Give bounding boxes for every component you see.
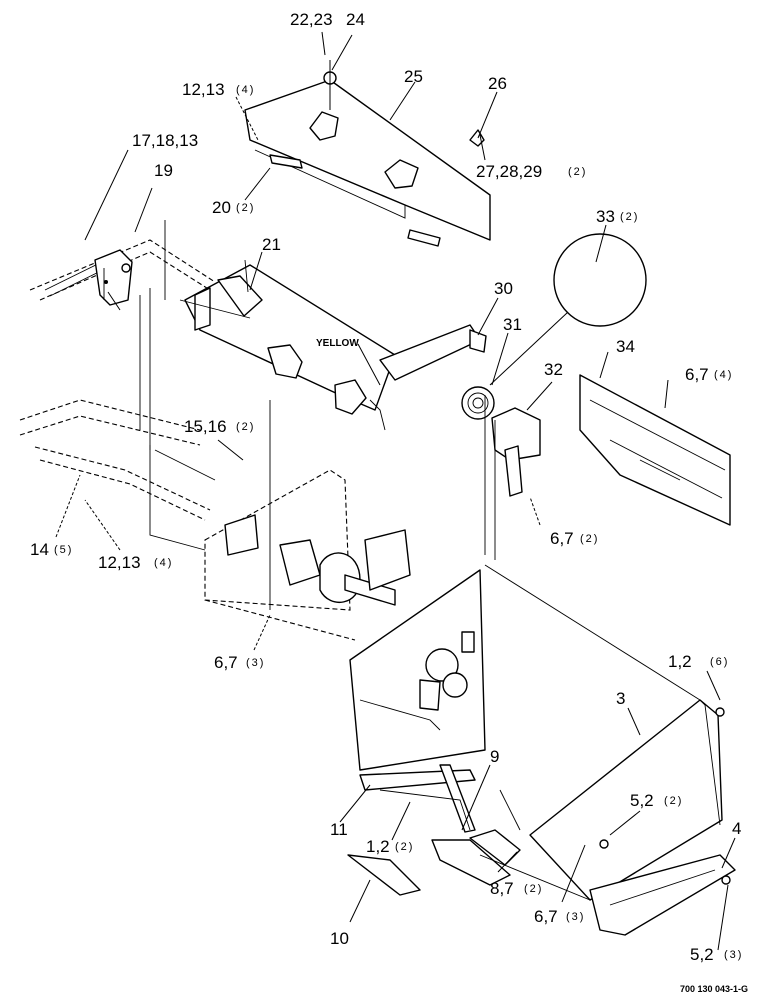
callout-label: 9: [490, 747, 499, 766]
callout-label: 5,2: [690, 945, 714, 964]
callout-label: 6,7: [550, 529, 574, 548]
callout-qty: (4): [154, 557, 173, 569]
callout-label: 1,2: [366, 837, 390, 856]
header-frame: [19, 220, 216, 521]
callout-label: 1,2: [668, 652, 692, 671]
callout-label: 15,16: [184, 417, 227, 436]
callout-qty: (4): [714, 369, 733, 381]
callout-label: 32: [544, 360, 563, 379]
callout-qty: (3): [246, 657, 265, 669]
callout-label: 12,13: [98, 553, 141, 572]
callout-label: 10: [330, 929, 349, 948]
callout-qty: (2): [568, 166, 587, 178]
gearbox-plate: [149, 400, 486, 771]
callout-label: 22,23: [290, 10, 333, 29]
callout-qty: (4): [236, 84, 255, 96]
callout-qty: (2): [580, 533, 599, 545]
right-side-parts: [461, 233, 731, 560]
callout-label: 17,18,13: [132, 131, 198, 150]
callout-label: 6,7: [214, 653, 238, 672]
callout-label: 26: [488, 74, 507, 93]
callout-label: 5,2: [630, 791, 654, 810]
callout-label: 20: [212, 198, 231, 217]
callout-label: 30: [494, 279, 513, 298]
callout-label: 21: [262, 235, 281, 254]
callout-label: 33: [596, 207, 615, 226]
callout-qty: (2): [524, 883, 543, 895]
callout-label: 12,13: [182, 80, 225, 99]
callouts: 22,23 24 12,13 (4) 25 26 17,18,13 19 27,…: [30, 10, 743, 964]
arm-bracket: [94, 249, 133, 311]
callout-qty: (2): [620, 211, 639, 223]
callout-label: 4: [732, 819, 741, 838]
callout-qty: (5): [54, 544, 73, 556]
drawing-code: 700 130 043-1-G: [680, 984, 748, 994]
color-note-label: YELLOW: [316, 338, 359, 349]
callout-label: 19: [154, 161, 173, 180]
leader-lines: [55, 31, 736, 951]
callout-label: 8,7: [490, 879, 514, 898]
callout-qty: (3): [566, 911, 585, 923]
callout-label: 6,7: [685, 365, 709, 384]
callout-qty: (3): [724, 949, 743, 961]
callout-qty: (2): [664, 795, 683, 807]
main-beam: [179, 259, 487, 431]
callout-label: 14: [30, 540, 49, 559]
callout-qty: (2): [395, 841, 414, 853]
callout-qty: (6): [710, 656, 729, 668]
callout-qty: (2): [236, 421, 255, 433]
callout-label: 24: [346, 10, 365, 29]
callout-qty: (2): [236, 202, 255, 214]
callout-label: 25: [404, 67, 423, 86]
top-shield: [244, 60, 491, 247]
callout-label: 27,28,29: [476, 162, 542, 181]
callout-label: 6,7: [534, 907, 558, 926]
callout-label: 34: [616, 337, 635, 356]
callout-label: 11: [330, 820, 348, 839]
lower-guard: [347, 564, 736, 936]
callout-label: 3: [616, 689, 625, 708]
callout-label: 31: [503, 315, 522, 334]
